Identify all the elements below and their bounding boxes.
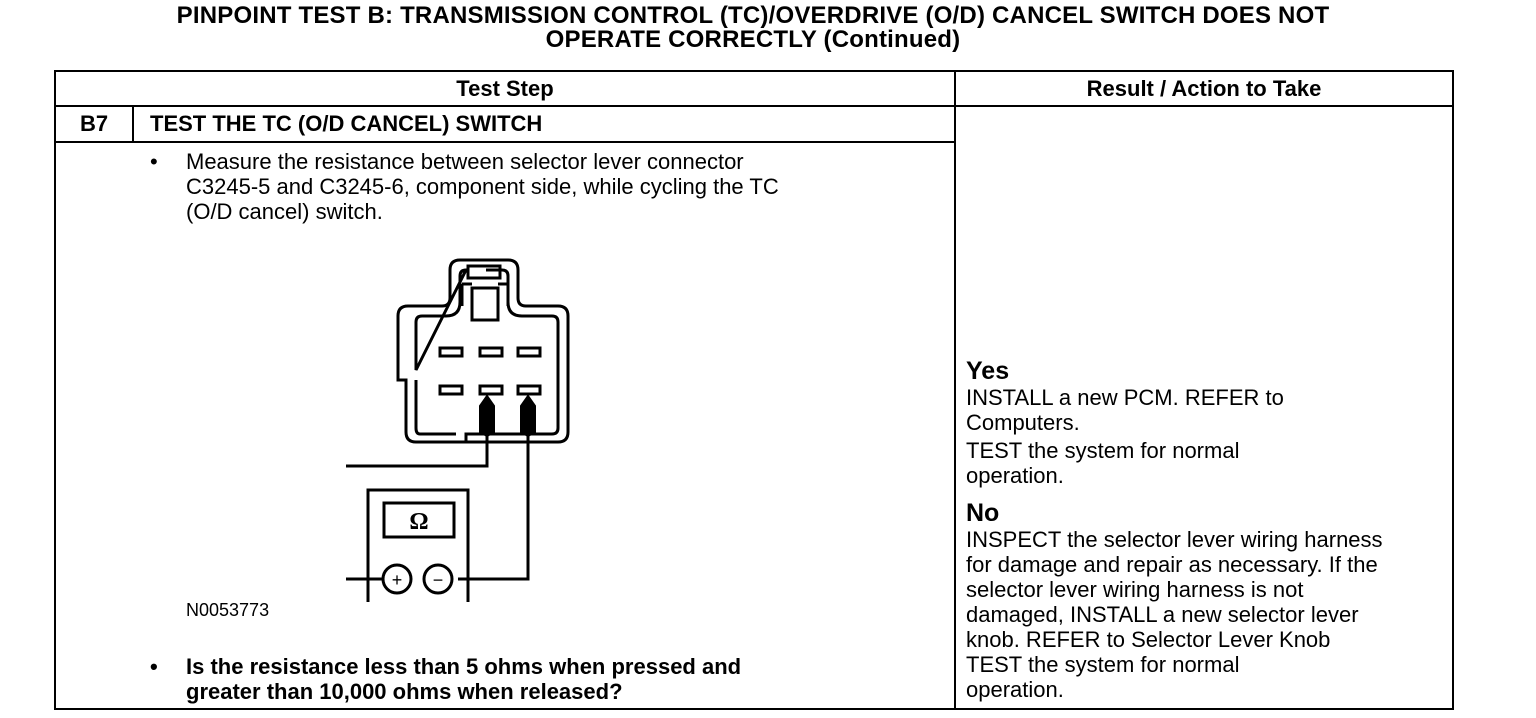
pinpoint-test-table: Test Step Result / Action to Take B7 TES…: [54, 70, 1454, 710]
instruction-line-2: C3245-5 and C3245-6, component side, whi…: [186, 174, 779, 199]
step-id: B7: [56, 107, 134, 143]
no-test-line-1: TEST the system for normal: [966, 652, 1240, 677]
plus-terminal-icon: [381, 563, 413, 595]
bullet-icon: •: [150, 654, 158, 679]
no-test-line-2: operation.: [966, 677, 1064, 702]
yes-line-1: INSTALL a new PCM. REFER to: [966, 385, 1284, 410]
instruction-line-1: Measure the resistance between selector …: [186, 149, 744, 174]
probe-negative: [520, 394, 536, 438]
figure-id: N0053773: [186, 600, 270, 620]
question-line-1: Is the resistance less than 5 ohms when …: [186, 654, 742, 679]
no-label: No: [966, 499, 1000, 527]
column-divider: [954, 143, 956, 708]
question-line-2: greater than 10,000 ohms when released?: [186, 679, 623, 704]
minus-label: −: [433, 570, 444, 590]
terminal-5: [478, 384, 504, 396]
title-line-1: PINPOINT TEST B: TRANSMISSION CONTROL (T…: [176, 2, 1330, 29]
ohmmeter-display: [382, 501, 456, 539]
yes-label: Yes: [966, 357, 1010, 385]
lead-positive: [346, 436, 489, 581]
minus-terminal-icon: [422, 563, 454, 595]
ohmmeter-body: [366, 488, 470, 602]
latch-top: [466, 264, 502, 280]
terminal-3: [516, 346, 542, 358]
bullet-icon: •: [150, 149, 158, 174]
header-test-step: Test Step: [56, 72, 956, 107]
step-title: TEST THE TC (O/D CANCEL) SWITCH: [134, 107, 956, 143]
plus-label: +: [392, 570, 403, 590]
connector-inner-outline: [414, 268, 560, 442]
header-result-action: Result / Action to Take: [956, 72, 1452, 107]
terminal-6: [516, 384, 542, 396]
connector-ohmmeter-diagram: Ω + −: [346, 258, 570, 602]
no-line-1: INSPECT the selector lever wiring harnes…: [966, 527, 1383, 552]
no-line-4: damaged, INSTALL a new selector lever: [966, 602, 1359, 627]
instruction-line-3: (O/D cancel) switch.: [186, 199, 383, 224]
terminal-1: [438, 346, 464, 358]
yes-line-2: Computers.: [966, 410, 1080, 435]
no-line-3: selector lever wiring harness is not: [966, 577, 1304, 602]
terminal-2: [478, 346, 504, 358]
yes-test-line-2: operation.: [966, 463, 1064, 488]
lead-negative: [458, 436, 530, 581]
no-line-5: knob. REFER to Selector Lever Knob: [966, 627, 1331, 652]
page-title: PINPOINT TEST B: TRANSMISSION CONTROL (T…: [0, 4, 1506, 52]
terminal-4: [438, 384, 464, 396]
probe-positive: [479, 394, 495, 438]
result-no: No INSPECT the selector lever wiring har…: [966, 499, 1452, 703]
latch-body: [470, 286, 500, 322]
yes-test-line-1: TEST the system for normal: [966, 438, 1240, 463]
latch-arms: [460, 282, 510, 306]
ohm-symbol-icon: Ω: [409, 509, 428, 535]
no-line-2: for damage and repair as necessary. If t…: [966, 552, 1378, 577]
result-yes: Yes INSTALL a new PCM. REFER to Computer…: [966, 357, 1452, 489]
title-line-2: OPERATE CORRECTLY (Continued): [545, 26, 961, 53]
